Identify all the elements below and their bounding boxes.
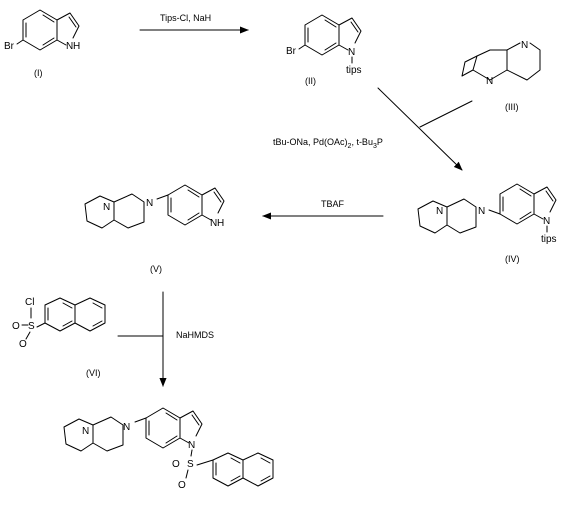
compound-product: N N N S O O <box>63 407 274 491</box>
condition-step2-b: , t-Bu <box>351 137 373 147</box>
compound-product-o2: O <box>178 480 186 491</box>
condition-step2-sub1: 2 <box>348 143 352 150</box>
compound-VI-bonds <box>21 297 106 340</box>
compound-I-br: Br <box>4 41 15 52</box>
compound-IV: N N N tips (IV) <box>417 183 557 264</box>
compound-product-bonds <box>63 407 274 487</box>
compound-V-h: H <box>217 218 224 229</box>
compound-III: N N (III) <box>461 40 541 112</box>
compound-product-s: S <box>187 459 194 470</box>
compound-III-n1: N <box>521 40 528 51</box>
compound-I-label: (I) <box>34 68 43 78</box>
compound-I-bonds <box>16 9 80 51</box>
compound-I: Br N H (I) <box>4 9 80 78</box>
compound-VI-cl: Cl <box>25 297 34 308</box>
compound-IV-label: (IV) <box>505 254 520 264</box>
compound-II-br: Br <box>286 46 297 57</box>
compound-product-o1: O <box>172 459 180 470</box>
compound-product-n3: N <box>188 440 195 451</box>
compound-III-n2: N <box>486 76 493 87</box>
compound-II: Br N tips (II) <box>286 14 362 86</box>
compound-VI-o1: O <box>12 321 20 332</box>
reagent-join-line <box>419 100 473 128</box>
compound-V: N N N H (V) <box>84 184 225 274</box>
arrow-step2 <box>377 87 463 171</box>
compound-I-h: H <box>73 41 80 52</box>
condition-step4: NaHMDS <box>176 330 214 340</box>
compound-VI-label: (VI) <box>86 368 101 378</box>
compound-V-bonds <box>84 184 225 229</box>
compound-III-label: (III) <box>505 102 519 112</box>
compound-IV-n1: N <box>478 206 485 217</box>
compound-V-n1: N <box>146 198 153 209</box>
compound-IV-n2: N <box>436 206 443 217</box>
compound-IV-n3: N <box>543 216 550 227</box>
compound-VI-o2: O <box>19 339 27 350</box>
compound-V-nh: N <box>210 218 217 229</box>
compound-product-n2: N <box>82 426 89 437</box>
compound-IV-bonds <box>417 183 557 234</box>
compound-II-label: (II) <box>305 76 316 86</box>
compound-II-bonds <box>298 14 362 64</box>
compound-product-n1: N <box>123 422 130 433</box>
compound-IV-tips: tips <box>541 234 557 245</box>
condition-step3: TBAF <box>321 199 345 209</box>
compound-II-tips: tips <box>346 65 362 76</box>
condition-step2-c: P <box>377 137 383 147</box>
compound-III-bonds <box>461 42 541 81</box>
condition-step2-sub2: 3 <box>373 143 377 150</box>
compound-II-n: N <box>348 47 355 58</box>
condition-step1: Tips-Cl, NaH <box>160 13 211 23</box>
compound-VI-s: S <box>28 321 35 332</box>
condition-step2: tBu-ONa, Pd(OAc)2, t-Bu3P <box>273 137 383 150</box>
compound-V-label: (V) <box>150 264 162 274</box>
condition-step2-a: tBu-ONa, Pd(OAc) <box>273 137 348 147</box>
compound-VI: Cl S O O (VI) <box>12 297 106 378</box>
compound-I-n: N <box>66 41 73 52</box>
compound-V-n2: N <box>103 202 110 213</box>
